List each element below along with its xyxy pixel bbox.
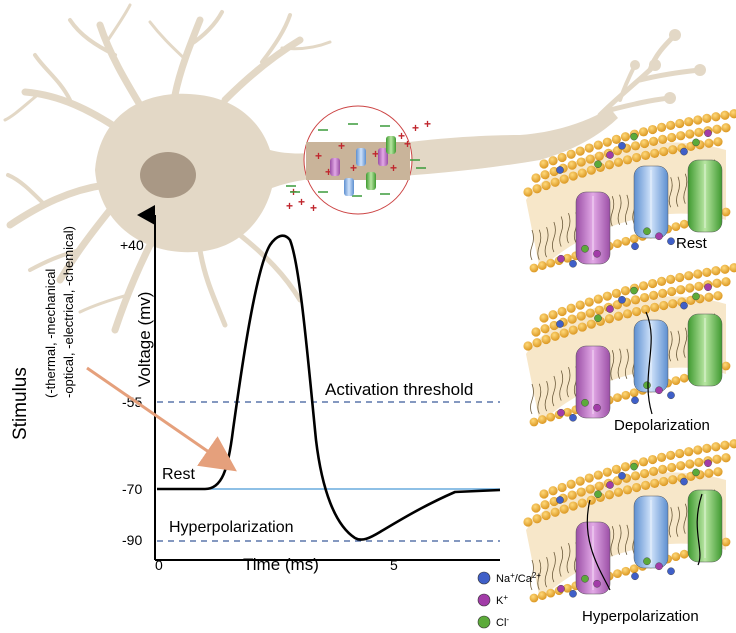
ions — [556, 129, 712, 268]
membrane-panel-label: Rest — [676, 235, 708, 252]
membrane-panel-2: Depolarization — [523, 263, 736, 434]
x-tick-5: 5 — [390, 557, 398, 573]
svg-text:+: + — [315, 149, 322, 163]
neuron-dendrites — [3, 3, 332, 334]
ions — [556, 283, 712, 422]
svg-text:+: + — [412, 121, 419, 135]
membrane-negatives — [286, 123, 426, 197]
legend-item-1: Na+/Ca2+ — [477, 571, 541, 586]
x-tick-0: 0 — [155, 557, 163, 573]
membrane-panel-label: Hyperpolarization — [582, 608, 699, 625]
svg-text:+: + — [372, 147, 379, 161]
legend-swatch — [477, 571, 491, 585]
neuron-soma — [95, 93, 360, 253]
action-potential-trace — [157, 234, 501, 541]
activation-threshold-label: Activation threshold — [325, 380, 473, 399]
x-axis-label: Time (ms) — [243, 555, 319, 574]
ion-channels — [575, 159, 723, 265]
rest-label: Rest — [162, 466, 195, 483]
y-tick-40: +40 — [120, 237, 144, 253]
influx-arrow — [645, 311, 653, 415]
svg-text:+: + — [286, 199, 293, 213]
svg-text:+: + — [350, 161, 357, 175]
ions — [556, 459, 712, 598]
svg-text:+: + — [390, 161, 397, 175]
neuron-nucleus — [140, 152, 196, 198]
hyperpolarization-label: Hyperpolarization — [169, 519, 294, 536]
y-tick-70: -70 — [122, 481, 142, 497]
svg-text:+: + — [404, 137, 411, 151]
membrane-panel-3: Hyperpolarization — [523, 439, 736, 625]
y-axis-label: Voltage (mv) — [135, 292, 154, 387]
stimulus-arrow — [86, 366, 237, 472]
efflux-arrow-k — [586, 499, 611, 591]
svg-text:+: + — [424, 117, 431, 131]
stimulus-line-2: -optical, -electrical, -chemical) — [61, 226, 76, 398]
y-tick-55: -55 — [122, 394, 142, 410]
svg-text:+: + — [310, 201, 317, 215]
membrane-panel-label: Depolarization — [614, 417, 710, 434]
stimulus-title: Stimulus — [10, 367, 31, 440]
legend-label: Na+/Ca2+ — [496, 571, 541, 586]
ion-legend: Na+/Ca2+ K+ Cl- — [477, 571, 541, 630]
legend-swatch — [477, 593, 491, 607]
svg-text:+: + — [298, 195, 305, 209]
mini-channels — [330, 136, 396, 196]
lipid-heads — [523, 109, 736, 273]
y-tick-90: -90 — [122, 532, 142, 548]
svg-text:+: + — [325, 165, 332, 179]
legend-label: Cl- — [496, 615, 509, 630]
membrane-panel-1: Rest — [523, 109, 736, 273]
legend-label: K+ — [496, 593, 508, 608]
legend-item-3: Cl- — [477, 615, 509, 630]
legend-swatch — [477, 615, 491, 629]
neuron-illustration — [3, 3, 706, 334]
axon-terminal-boutons — [630, 29, 706, 104]
stimulus-line-1: (-thermal, -mechanical — [43, 269, 58, 398]
neuron-axon — [360, 108, 618, 178]
svg-text:+: + — [398, 129, 405, 143]
axon-terminals — [597, 32, 703, 118]
svg-text:+: + — [338, 139, 345, 153]
influx-arrow-cl — [696, 493, 703, 566]
stimulus-annotation: Stimulus (-thermal, -mechanical -optical… — [10, 226, 237, 472]
legend-item-2: K+ — [477, 593, 508, 608]
axon-magnification: +++ +++ +++ +++ ++ — [286, 105, 431, 215]
voltage-plot: +40 -55 -70 -90 0 5 Time (ms) Voltage (m… — [120, 205, 501, 574]
